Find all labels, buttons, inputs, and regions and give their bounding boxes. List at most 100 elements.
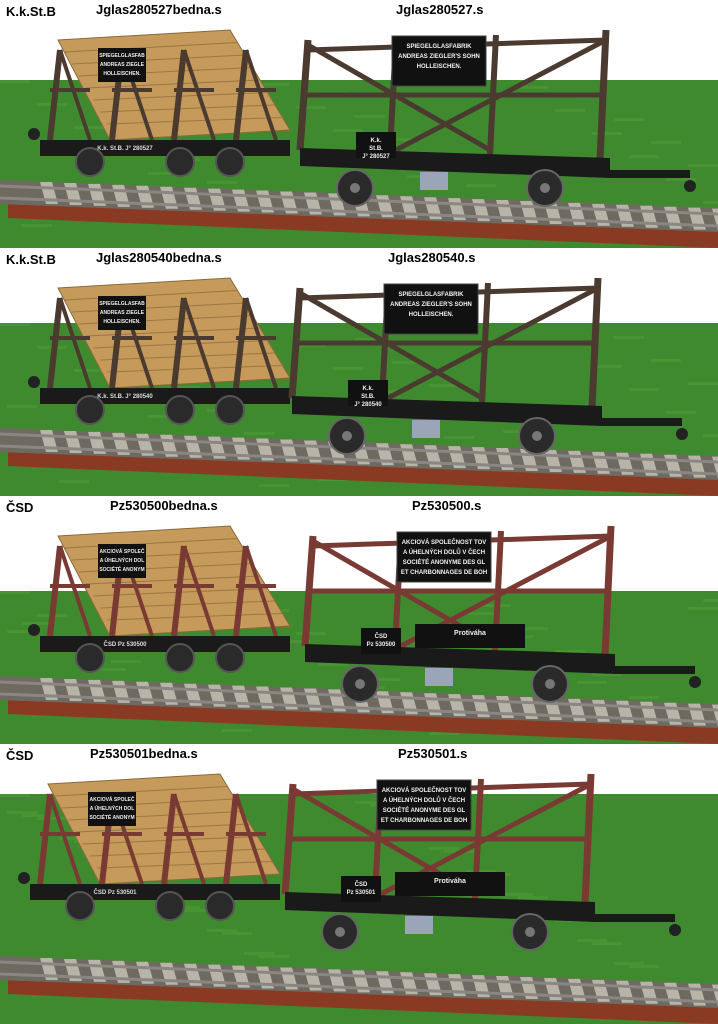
company-sign	[98, 296, 146, 330]
grass-texture	[466, 612, 496, 615]
grass-texture	[629, 965, 659, 968]
grass-texture	[244, 952, 274, 955]
grass-texture	[688, 382, 718, 385]
sign-text: AKCIOVÁ SPOLEČ	[89, 796, 134, 803]
buffer	[28, 624, 40, 636]
wheel-hub	[525, 927, 535, 937]
right-wagon-label: Jglas280540.s	[388, 250, 476, 265]
grass-texture	[281, 640, 311, 643]
grass-texture	[259, 83, 289, 86]
crate-plank	[106, 117, 283, 125]
frame-brace	[244, 545, 278, 637]
grass-texture	[592, 942, 622, 945]
crate-plank	[106, 613, 283, 621]
sign-text: A ÚHELNÝCH DOLŮ V ČECH	[383, 796, 465, 804]
wheel	[75, 643, 105, 673]
frame-brace	[234, 793, 268, 885]
sign-text: ANDREAS ZIEGLER'S SOHN	[390, 302, 472, 308]
sign-text: HOLLEISCHEN.	[103, 71, 141, 77]
grass-texture	[666, 178, 696, 181]
wagon-marking: J° 280527	[362, 154, 390, 160]
frame-brace	[58, 49, 92, 141]
buffer	[676, 428, 688, 440]
grass-texture	[207, 181, 237, 184]
info-plate	[415, 624, 525, 648]
wagon-marking: St.B.	[361, 394, 375, 400]
frame-post	[233, 297, 249, 389]
wheel	[165, 395, 195, 425]
wheel-hub	[342, 431, 352, 441]
buffer	[669, 924, 681, 936]
crate-plank	[96, 861, 273, 869]
wheel	[165, 643, 195, 673]
left-wagon-label: Pz530500bedna.s	[110, 498, 218, 513]
wheel	[215, 147, 245, 177]
right-wagon-label: Pz530501.s	[398, 746, 468, 761]
wheel	[215, 643, 245, 673]
grass-texture	[355, 801, 385, 804]
company-sign	[98, 544, 146, 578]
frame-brace	[172, 793, 206, 885]
company-sign	[391, 35, 487, 87]
grass-texture	[355, 338, 385, 341]
wheel	[65, 891, 95, 921]
right-wagon-label: Jglas280527.s	[396, 2, 484, 17]
wheel-hub	[350, 183, 360, 193]
marking-panel	[348, 380, 388, 406]
grass-texture	[592, 132, 622, 135]
grass-texture	[392, 361, 422, 364]
buffer	[28, 376, 40, 388]
sign-text: SOCIÉTÉ ANONYME DES GL	[383, 806, 466, 814]
frame-brace	[244, 297, 278, 389]
grass-texture	[555, 650, 585, 653]
sign-text: SPIEGELGLASFABRIK	[398, 292, 464, 298]
sign-text: AKCIOVÁ SPOLEČNOST TOV	[402, 539, 487, 546]
wagon-underframe	[40, 388, 290, 404]
wheel-hub	[355, 679, 365, 689]
railway-label: ČSD	[6, 500, 34, 515]
rail-line	[0, 196, 718, 228]
wagon-marking: ČSD	[375, 633, 388, 640]
railway-label: ČSD	[6, 748, 34, 763]
wagon-marking: K.k. St.B. J° 280540	[97, 394, 153, 400]
company-sign	[98, 48, 146, 82]
frame-brace	[182, 545, 216, 637]
grass-texture	[296, 106, 326, 109]
wheel-hub	[335, 927, 345, 937]
grass-texture	[629, 696, 659, 699]
grass-texture	[0, 323, 30, 326]
grass-texture	[259, 955, 289, 958]
sign-text: ANDREAS ZIEGLE	[100, 310, 145, 316]
rail-line	[0, 692, 718, 724]
grass-texture	[651, 141, 681, 144]
crate-plank	[99, 600, 276, 609]
coupler-beam	[615, 666, 695, 674]
grass-texture	[37, 817, 67, 820]
sign-text: A ÚHELNÝCH DOL	[90, 805, 135, 812]
wagon-marking: ČSD Pz 530500	[103, 641, 147, 648]
grass-texture	[592, 673, 622, 676]
company-sign	[376, 779, 472, 831]
left-wagon-label: Jglas280527bedna.s	[96, 2, 222, 17]
coupler-beam	[610, 170, 690, 178]
brake-box	[425, 668, 453, 686]
grass-texture	[592, 365, 622, 368]
left-wagon-label: Jglas280540bedna.s	[96, 250, 222, 265]
grass-texture	[222, 932, 252, 935]
frame-post	[171, 297, 187, 389]
frame-brace	[386, 285, 600, 401]
grass-texture	[355, 115, 385, 118]
frame-brace	[182, 297, 216, 389]
coupler-beam	[602, 418, 682, 426]
brake-box	[412, 420, 440, 438]
rail-line	[0, 960, 718, 992]
brake-box	[420, 172, 448, 190]
grass-texture	[7, 630, 37, 633]
frame-post	[233, 545, 249, 637]
crate-plank	[99, 352, 276, 361]
grass-texture	[651, 359, 681, 362]
